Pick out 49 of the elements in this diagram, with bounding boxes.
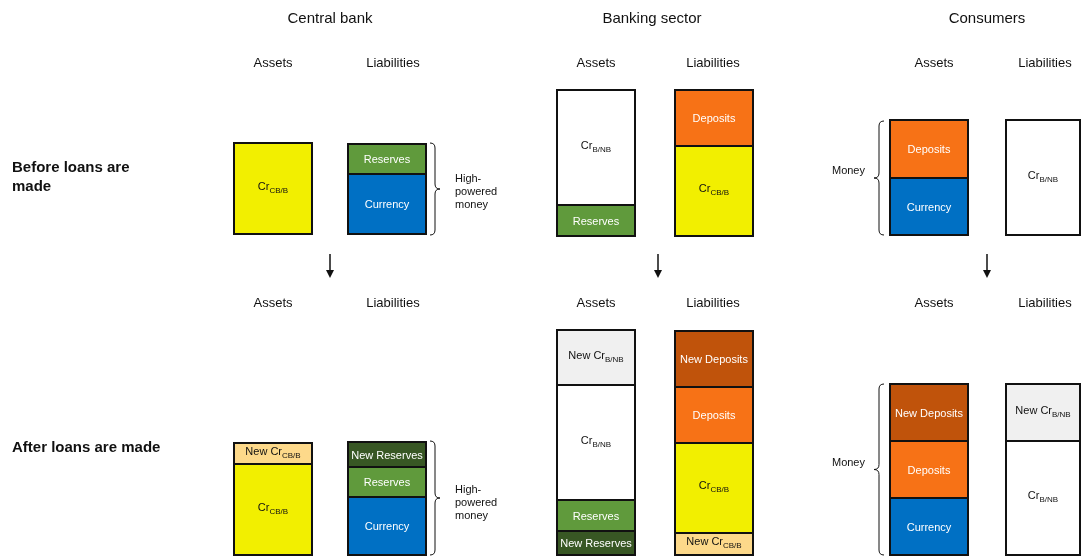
liability-block: New Reserves [347, 441, 427, 468]
asset-block: New Reserves [556, 530, 636, 556]
column-label: Liabilities [365, 55, 421, 71]
row-label: Before loans are made [12, 157, 131, 195]
asset-block: Deposits [889, 119, 969, 179]
liability-block: Cr$_{CB/B}$ [674, 145, 754, 237]
asset-block: New Deposits [889, 383, 969, 442]
column-label: Assets [913, 55, 955, 71]
liability-block: New Cr$_{B/NB}$ [1005, 383, 1081, 442]
brace-label: High-powered money [455, 483, 499, 522]
row-label: After loans are made [12, 437, 162, 456]
column-heading: Banking sector [601, 10, 703, 26]
liability-block: New Cr$_{CB/B}$ [674, 532, 754, 556]
liability-block: Reserves [347, 143, 427, 175]
column-heading: Central bank [286, 10, 374, 26]
liability-block: Cr$_{CB/B}$ [674, 442, 754, 534]
column-label: Assets [252, 55, 294, 71]
asset-block: Reserves [556, 204, 636, 237]
liability-block: Cr$_{B/NB}$ [1005, 119, 1081, 236]
asset-block: Cr$_{CB/B}$ [233, 142, 313, 235]
brace-label: Money [830, 164, 865, 177]
asset-block: Cr$_{CB/B}$ [233, 463, 313, 556]
column-label: Liabilities [685, 55, 741, 71]
column-label: Assets [575, 55, 617, 71]
asset-block: New Cr$_{CB/B}$ [233, 442, 313, 465]
liability-block: New Deposits [674, 330, 754, 388]
asset-block: Cr$_{B/NB}$ [556, 384, 636, 501]
asset-block: Currency [889, 497, 969, 556]
column-label: Assets [575, 295, 617, 311]
liability-block: Reserves [347, 466, 427, 498]
column-label: Assets [913, 295, 955, 311]
asset-block: Cr$_{B/NB}$ [556, 89, 636, 206]
column-label: Liabilities [365, 295, 421, 311]
liability-block: Currency [347, 173, 427, 235]
brace-label: Money [830, 456, 865, 469]
liability-block: Cr$_{B/NB}$ [1005, 440, 1081, 556]
asset-block: Currency [889, 177, 969, 236]
liability-block: Currency [347, 496, 427, 556]
liability-block: Deposits [674, 89, 754, 147]
column-label: Liabilities [685, 295, 741, 311]
asset-block: Deposits [889, 440, 969, 499]
column-label: Liabilities [1017, 295, 1073, 311]
asset-block: Reserves [556, 499, 636, 532]
column-heading: Consumers [947, 10, 1027, 26]
liability-block: Deposits [674, 386, 754, 444]
column-label: Liabilities [1017, 55, 1073, 71]
column-label: Assets [252, 295, 294, 311]
asset-block: New Cr$_{B/NB}$ [556, 329, 636, 386]
brace-label: High-powered money [455, 172, 499, 211]
